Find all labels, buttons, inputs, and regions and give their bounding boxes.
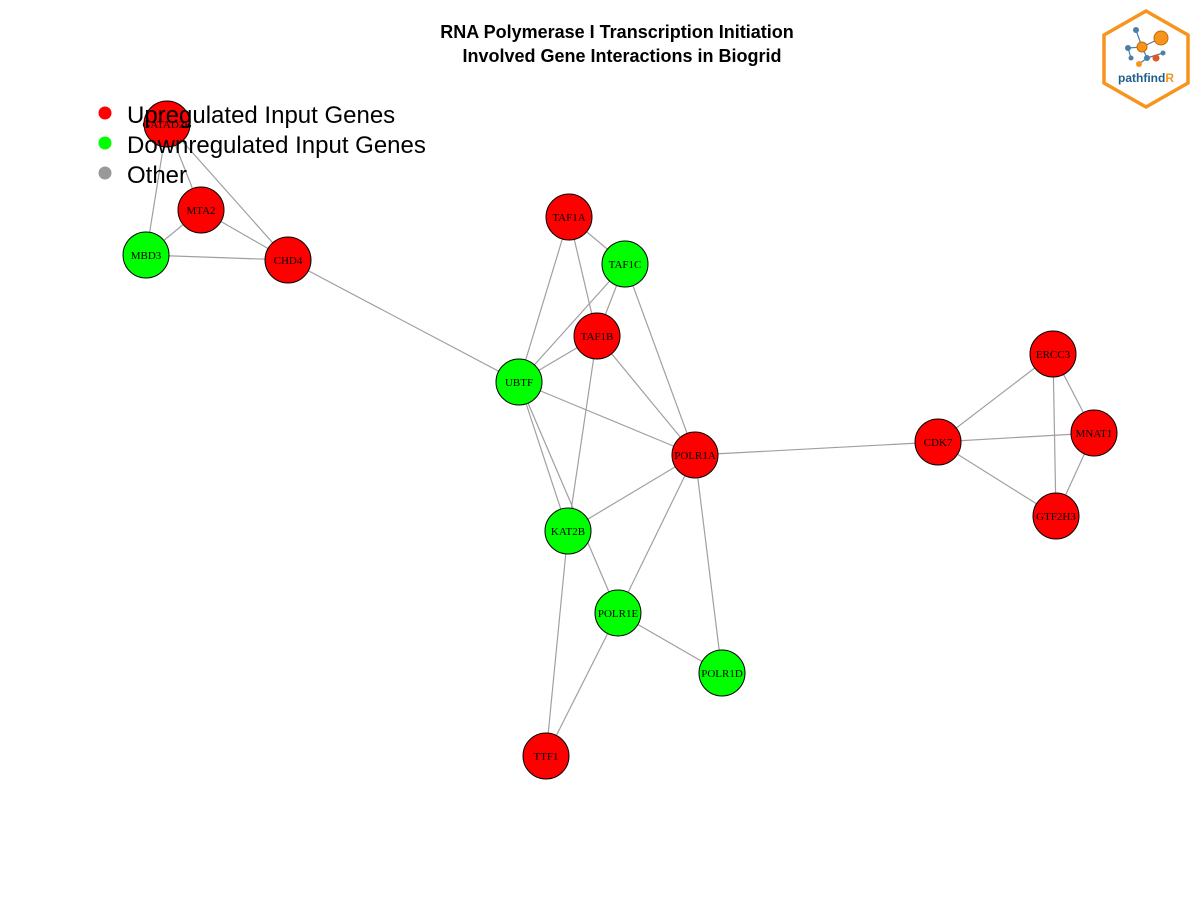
edge-kat2b-ttf1 <box>545 530 569 757</box>
node-circle-ttf1 <box>522 732 570 780</box>
node-ttf1: TTF1 <box>522 732 570 780</box>
legend-marker-other <box>98 166 112 180</box>
node-circle-taf1a <box>545 193 593 241</box>
node-label-mta2: MTA2 <box>186 205 215 217</box>
pathfindr-logo: pathfindR <box>1102 8 1190 110</box>
node-circle-taf1b <box>573 312 621 360</box>
edge-ubtf-polr1a <box>518 381 696 456</box>
node-circle-polr1a <box>671 431 719 479</box>
node-label-gatad2b: GATAD2B <box>142 119 191 131</box>
edge-polr1a-cdk7 <box>694 441 939 456</box>
node-circle-gtf2h3 <box>1032 492 1080 540</box>
node-circle-gatad2b <box>143 100 191 148</box>
node-taf1a: TAF1A <box>545 193 593 241</box>
edge-gatad2b-chd4 <box>166 123 289 261</box>
node-circle-kat2b <box>544 507 592 555</box>
edge-taf1c-polr1a <box>624 263 696 456</box>
node-taf1c: TAF1C <box>601 240 649 288</box>
edge-chd4-ubtf <box>287 259 520 383</box>
chart-title-line-1: RNA Polymerase I Transcription Initiatio… <box>440 22 794 42</box>
node-kat2b: KAT2B <box>544 507 592 555</box>
edge-ubtf-kat2b <box>518 381 569 532</box>
node-cdk7: CDK7 <box>914 418 962 466</box>
node-circle-ubtf <box>495 358 543 406</box>
node-mta2: MTA2 <box>177 186 225 234</box>
node-label-mbd3: MBD3 <box>131 250 162 262</box>
edge-cdk7-mnat1 <box>937 432 1095 443</box>
legend-label-other: Other <box>127 162 187 189</box>
legend-marker-upregulated <box>98 106 112 120</box>
node-circle-polr1e <box>594 589 642 637</box>
node-chd4: CHD4 <box>264 236 312 284</box>
edge-taf1a-ubtf <box>518 216 570 383</box>
node-label-gtf2h3: GTF2H3 <box>1036 511 1076 523</box>
logo-text: pathfindR <box>1118 71 1174 85</box>
node-circle-taf1c <box>601 240 649 288</box>
node-polr1a: POLR1A <box>671 431 719 479</box>
node-circle-mbd3 <box>122 231 170 279</box>
node-circle-chd4 <box>264 236 312 284</box>
node-polr1e: POLR1E <box>594 589 642 637</box>
node-mnat1: MNAT1 <box>1070 409 1118 457</box>
edge-ubtf-polr1e <box>518 381 619 614</box>
edge-cdk7-ercc3 <box>937 353 1054 443</box>
edge-polr1e-ttf1 <box>545 612 619 757</box>
node-circle-cdk7 <box>914 418 962 466</box>
node-label-kat2b: KAT2B <box>551 526 585 538</box>
node-mbd3: MBD3 <box>122 231 170 279</box>
node-circle-polr1d <box>698 649 746 697</box>
edge-taf1b-kat2b <box>567 335 598 532</box>
node-gatad2b: GATAD2B <box>142 100 192 148</box>
logo-network-icon <box>1125 27 1169 67</box>
edge-ercc3-gtf2h3 <box>1052 353 1057 517</box>
node-label-polr1a: POLR1A <box>674 450 716 462</box>
edge-polr1a-polr1d <box>694 454 723 674</box>
legend-marker-downregulated <box>98 136 112 150</box>
node-label-cdk7: CDK7 <box>924 437 953 449</box>
node-label-ttf1: TTF1 <box>533 751 558 763</box>
edge-mbd3-chd4 <box>145 254 289 261</box>
node-gtf2h3: GTF2H3 <box>1032 492 1080 540</box>
node-label-ercc3: ERCC3 <box>1036 349 1071 361</box>
node-ercc3: ERCC3 <box>1029 330 1077 378</box>
node-label-ubtf: UBTF <box>505 377 533 389</box>
node-taf1b: TAF1B <box>573 312 621 360</box>
node-circle-ercc3 <box>1029 330 1077 378</box>
node-label-taf1a: TAF1A <box>552 212 585 224</box>
node-ubtf: UBTF <box>495 358 543 406</box>
edge-polr1a-kat2b <box>567 454 696 532</box>
node-circle-mnat1 <box>1070 409 1118 457</box>
node-label-taf1c: TAF1C <box>609 259 642 271</box>
legend-label-upregulated: Upregulated Input Genes <box>127 102 395 129</box>
edge-polr1a-polr1e <box>617 454 696 614</box>
edge-layer <box>145 123 1095 757</box>
edge-taf1c-ubtf <box>518 263 626 383</box>
node-circle-mta2 <box>177 186 225 234</box>
edge-taf1b-polr1a <box>596 335 696 456</box>
chart-title: RNA Polymerase I Transcription Initiatio… <box>0 20 1200 68</box>
node-label-polr1d: POLR1D <box>701 668 743 680</box>
legend: Upregulated Input Genes Downregulated In… <box>98 102 426 189</box>
node-label-chd4: CHD4 <box>274 255 303 267</box>
node-label-polr1e: POLR1E <box>598 608 639 620</box>
legend-label-downregulated: Downregulated Input Genes <box>127 132 426 159</box>
node-label-taf1b: TAF1B <box>581 331 614 343</box>
chart-title-line-2: Involved Gene Interactions in Biogrid <box>452 46 782 66</box>
node-label-mnat1: MNAT1 <box>1076 428 1113 440</box>
node-polr1d: POLR1D <box>698 649 746 697</box>
